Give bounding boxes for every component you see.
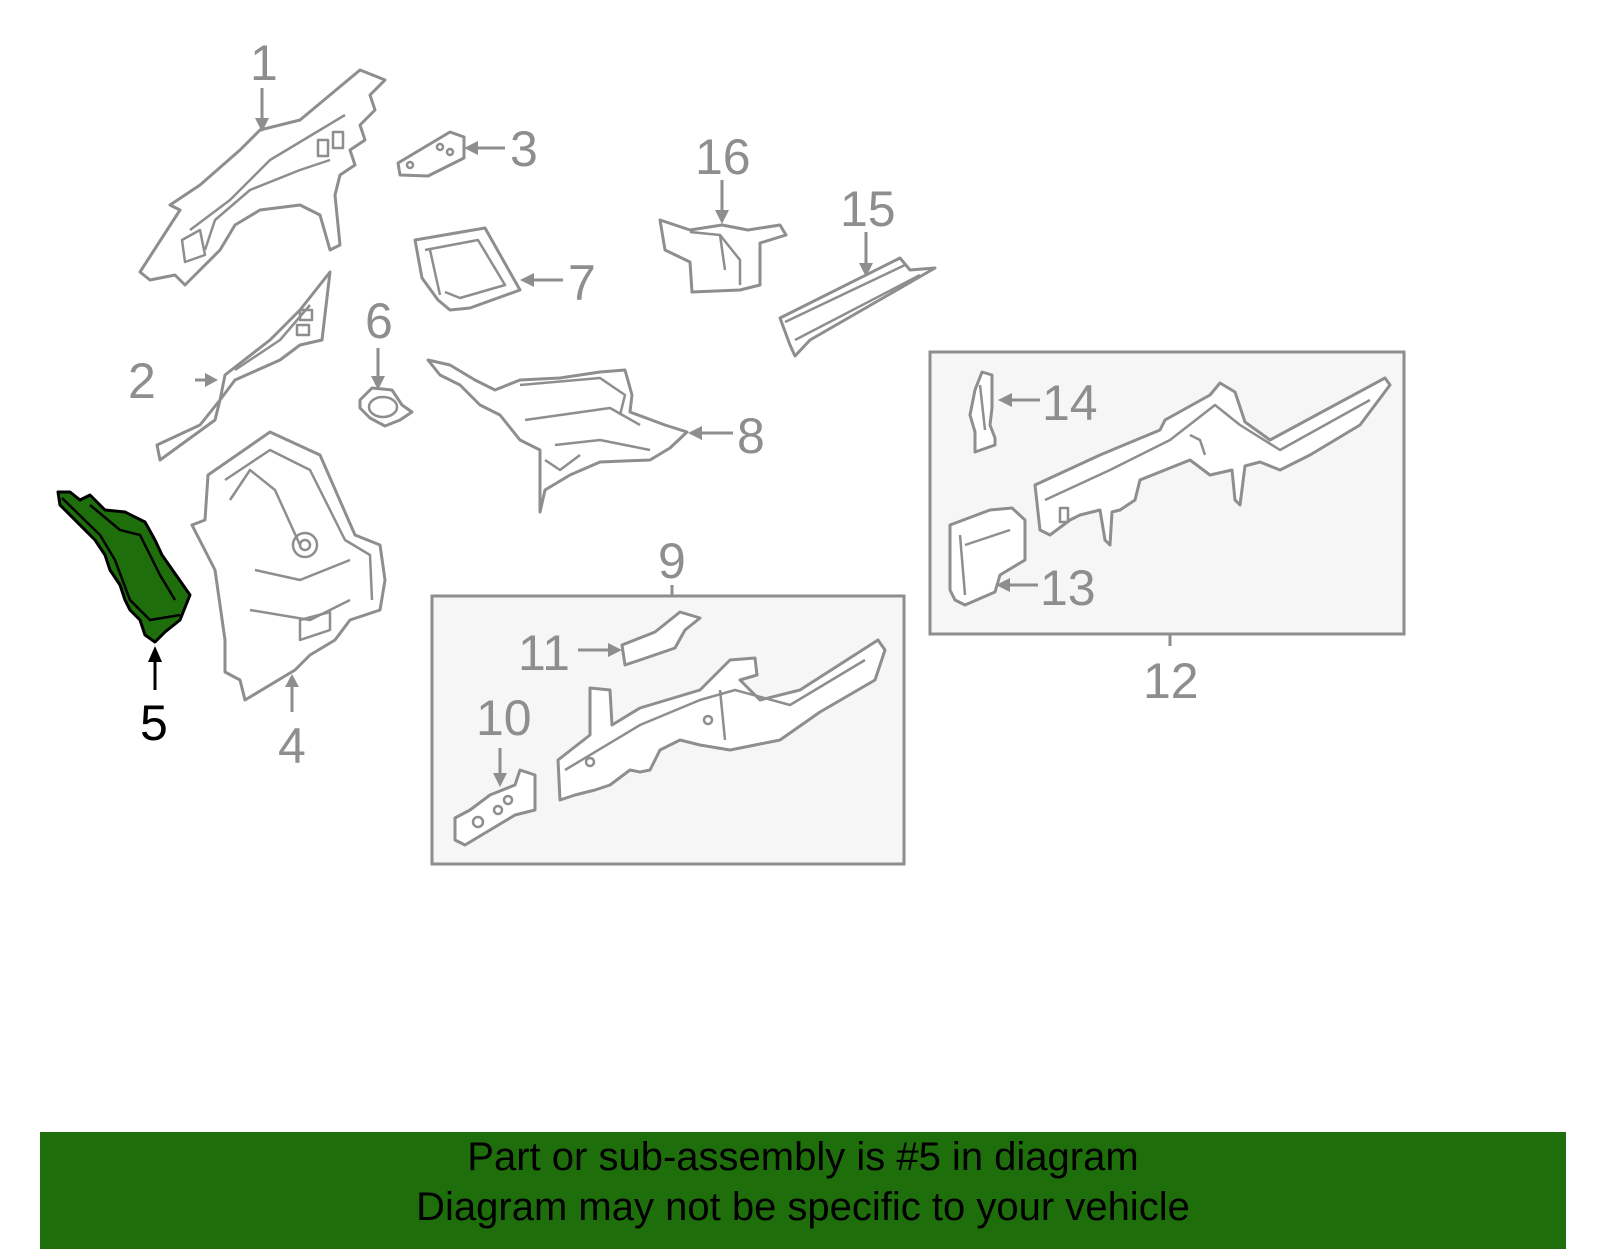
callout-15: 15	[840, 181, 896, 237]
callout-7: 7	[568, 255, 596, 311]
part-9-front-rail[interactable]	[556, 638, 887, 802]
part-7-bracket[interactable]	[413, 226, 522, 312]
callout-2: 2	[128, 353, 156, 409]
part-12-rear-rail[interactable]	[1033, 376, 1392, 547]
callout-13: 13	[1040, 560, 1096, 616]
part-10-bracket[interactable]	[453, 768, 537, 847]
part-1-apron-panel[interactable]	[138, 68, 387, 287]
banner-line-1: Part or sub-assembly is #5 in diagram	[467, 1135, 1139, 1179]
callout-8: 8	[737, 408, 765, 464]
callout-1: 1	[250, 35, 278, 91]
part-13-bracket[interactable]	[948, 506, 1027, 607]
part-16-bracket[interactable]	[658, 218, 788, 294]
part-15-rail[interactable]	[778, 256, 937, 358]
part-6-grommet[interactable]	[358, 386, 414, 428]
callout-12: 12	[1143, 653, 1199, 709]
callout-11: 11	[518, 625, 570, 681]
part-11-bracket[interactable]	[620, 610, 702, 667]
callout-16: 16	[695, 129, 751, 185]
subassembly-box-12	[928, 350, 1406, 636]
part-14-bracket[interactable]	[968, 370, 997, 454]
part-8-dash-panel[interactable]	[426, 358, 689, 514]
callout-arrows	[148, 88, 1172, 787]
banner-line-2: Diagram may not be specific to your vehi…	[416, 1185, 1190, 1229]
callout-5: 5	[140, 695, 168, 751]
part-2-reinforcement[interactable]	[155, 270, 332, 462]
part-4-wheelhouse[interactable]	[190, 430, 387, 702]
callout-6: 6	[365, 293, 393, 349]
info-banner: Part or sub-assembly is #5 in diagram Di…	[40, 1132, 1566, 1249]
part-3-bracket[interactable]	[396, 130, 466, 178]
callout-10: 10	[476, 690, 532, 746]
callout-3: 3	[510, 121, 538, 177]
part-5-highlighted[interactable]	[56, 490, 192, 644]
callout-14: 14	[1042, 375, 1098, 431]
callout-4: 4	[278, 718, 306, 774]
callout-9: 9	[658, 533, 686, 589]
